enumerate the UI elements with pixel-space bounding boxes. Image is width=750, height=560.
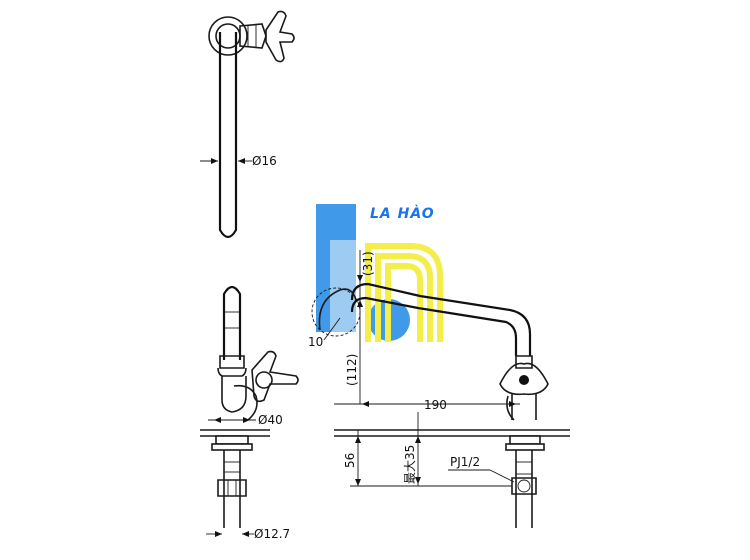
dim-max-thickness: 最大35 bbox=[403, 445, 417, 484]
logo-text: LA HÀO bbox=[370, 205, 435, 222]
la-hao-logo: LA HÀO bbox=[316, 204, 443, 342]
dim-shank-diameter: Ø12.7 bbox=[254, 527, 290, 541]
dim-thread: PJ1/2 bbox=[450, 455, 480, 469]
logo-lightblue-bar bbox=[330, 240, 356, 332]
dim-radius: 10 bbox=[308, 335, 323, 349]
profile-view: 10 (31) (112) 190 56 bbox=[308, 250, 570, 528]
dim-base-height: 56 bbox=[343, 453, 357, 468]
handle-hub-icon bbox=[519, 375, 529, 385]
front-view: Ø40 Ø12.7 bbox=[200, 285, 299, 541]
dim-spout-diameter: Ø16 bbox=[252, 154, 277, 168]
logo-yellow-arches bbox=[365, 243, 443, 342]
dim-spout-height: (112) bbox=[345, 354, 359, 386]
dim-top-height: (31) bbox=[361, 251, 375, 276]
dim-reach: 190 bbox=[424, 398, 447, 412]
dim-body-diameter: Ø40 bbox=[258, 413, 283, 427]
top-view: Ø16 bbox=[200, 10, 295, 239]
